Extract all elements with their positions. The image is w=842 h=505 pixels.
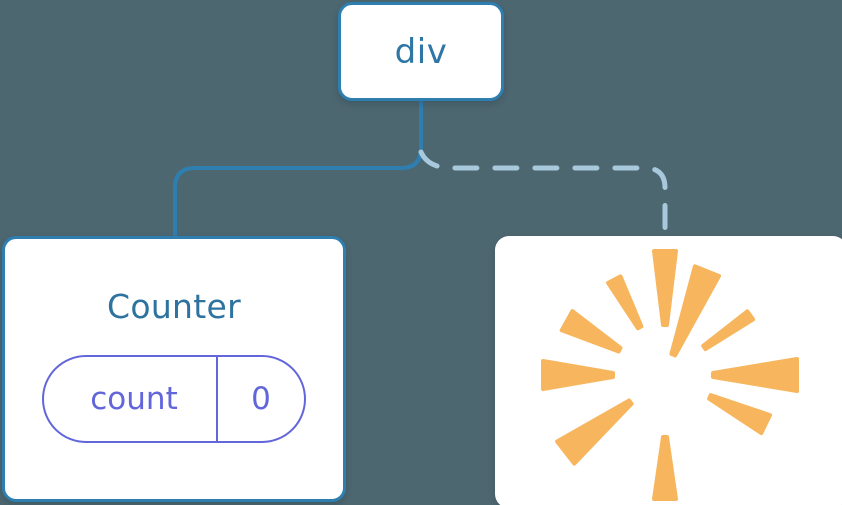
- edge-div-to-burst: [418, 149, 668, 239]
- node-div-label: div: [394, 31, 448, 72]
- state-key: count: [90, 380, 178, 417]
- node-burst[interactable]: [495, 236, 842, 505]
- burst-ray-4: [541, 359, 615, 391]
- burst-ray-2: [606, 274, 644, 331]
- edge-div-to-counter: [173, 99, 423, 238]
- node-div[interactable]: div: [338, 2, 504, 101]
- node-counter-title: Counter: [107, 287, 241, 326]
- burst-ray-7: [652, 435, 678, 501]
- state-value: 0: [216, 357, 304, 441]
- burst-ray-6: [707, 393, 772, 436]
- burst-ray-1: [701, 309, 756, 352]
- node-counter[interactable]: Counter count 0: [2, 236, 346, 502]
- burst-ray-5: [711, 357, 799, 393]
- burst-ray-9: [652, 249, 678, 327]
- burst-ray-3: [559, 309, 623, 354]
- state-pill[interactable]: count 0: [42, 355, 306, 443]
- sparkle-burst-icon: [541, 249, 799, 501]
- burst-ray-0: [669, 264, 721, 358]
- burst-ray-8: [555, 398, 634, 466]
